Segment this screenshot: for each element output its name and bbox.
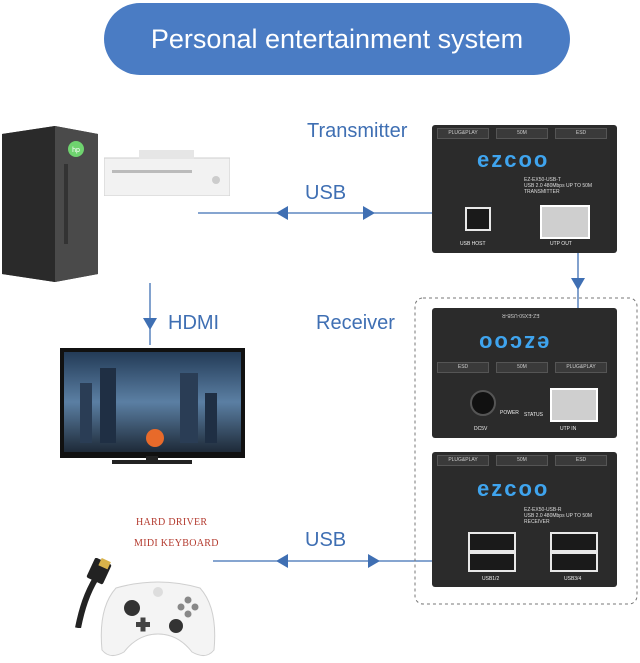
receiver-top-brand: ezcoo (477, 331, 550, 356)
transmitter-brand: ezcoo (477, 147, 550, 172)
receiver-model-3: RECEIVER (524, 519, 550, 525)
transmitter-label: Transmitter (307, 120, 408, 142)
usb-top-arrow-right (363, 206, 375, 220)
usb12-label: USB1/2 (482, 576, 500, 582)
receiver-group-border (414, 297, 638, 605)
receiver-model-2: USB 2.0 480Mbps UP TO 50M (524, 513, 593, 519)
receiver-device: PLUG&PLAY 50M ESD ezcoo EZ-EX50-USB-R US… (432, 452, 617, 587)
transmitter-device: PLUG&PLAY 50M ESD ezcoo EZ-EX50-USB-T US… (432, 125, 617, 253)
receiver-top-tab-3: PLUG&PLAY (555, 362, 607, 373)
usb-bottom-label: USB (305, 529, 347, 551)
title-banner: Personal entertainment system (104, 3, 570, 75)
pc-tower-icon: hp (2, 126, 98, 282)
usb-top-arrow-left (276, 206, 288, 220)
receiver-top-model: EZ-EX50-USB-R (502, 312, 540, 318)
banner-title: Personal entertainment system (150, 23, 524, 54)
receiver-tab-2: 50M (496, 455, 548, 466)
transmitter-model-1: EZ-EX50-USB-T (524, 177, 561, 183)
usb34-label: USB3/4 (564, 576, 582, 582)
usb-top-label: USB (305, 182, 347, 204)
receiver-label: Receiver (316, 312, 395, 334)
usb-bottom-arrow-left (276, 554, 288, 568)
usb-host-port (465, 207, 491, 231)
transmitter-model-3: TRANSMITTER (524, 189, 560, 195)
usb-bottom-arrow-right (368, 554, 380, 568)
dc5v-label: DC5V (474, 426, 488, 432)
tv-monitor-icon (60, 348, 245, 464)
xbox-console-icon (104, 150, 230, 196)
transmitter-model-2: USB 2.0 480Mbps UP TO 50M (524, 183, 593, 189)
utp-arrow-down (571, 278, 585, 290)
utp-out-label: UTP OUT (550, 241, 572, 247)
transmitter-tab-3: ESD (555, 128, 607, 139)
receiver-model-1: EZ-EX50-USB-R (524, 507, 562, 513)
power-led-label: POWER (500, 410, 519, 416)
hdmi-label: HDMI (168, 312, 220, 334)
transmitter-tab-2: 50M (496, 128, 548, 139)
svg-text:hp: hp (72, 147, 80, 154)
receiver-top-tab-2: 50M (496, 362, 548, 373)
receiver-tab-3: ESD (555, 455, 607, 466)
usb-port-4 (550, 552, 598, 572)
usb-port-1 (468, 532, 516, 552)
usb-port-3 (550, 532, 598, 552)
usb-port-2 (468, 552, 516, 572)
utp-out-port (540, 205, 590, 239)
hdmi-arrow-down (143, 318, 157, 330)
xbox-controller-icon (100, 581, 216, 656)
receiver-top-tab-1: ESD (437, 362, 489, 373)
status-led-label: STATUS (524, 412, 543, 418)
transmitter-tab-1: PLUG&PLAY (437, 128, 489, 139)
hdmi-cable-icon (75, 558, 112, 628)
utp-in-label: UTP IN (560, 426, 577, 432)
usb-host-label: USB HOST (460, 241, 486, 247)
utp-in-port (550, 388, 598, 422)
midi-keyboard-label: MIDI KEYBOARD (134, 538, 219, 549)
dc-power-port (470, 390, 496, 416)
receiver-tab-1: PLUG&PLAY (437, 455, 489, 466)
hard-driver-label: HARD DRIVER (136, 517, 208, 528)
receiver-brand: ezcoo (477, 476, 550, 501)
receiver-device-top: EZ-EX50-USB-R ezcoo ESD 50M PLUG&PLAY DC… (432, 308, 617, 438)
